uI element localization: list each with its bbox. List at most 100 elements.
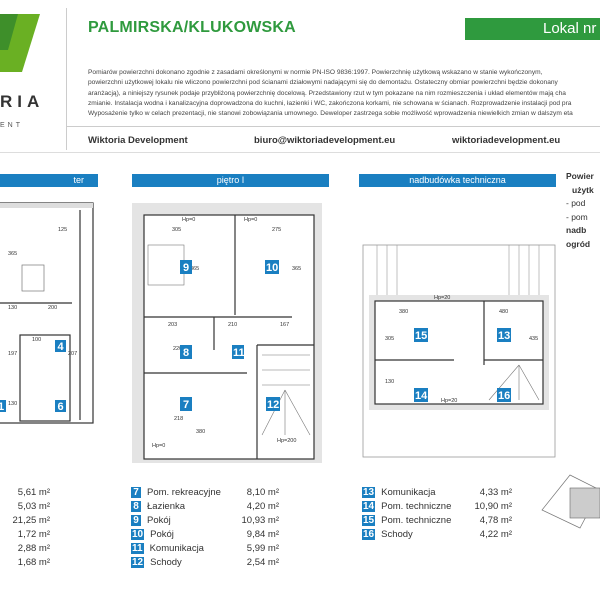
disclaimer-line: powierzchni użytkowej lokalu nie wliczon… [88, 79, 558, 87]
floor-header-tech: nadbudówka techniczna [359, 174, 556, 187]
room-area: 4,20 m² [246, 501, 279, 512]
logo-mark [0, 14, 40, 72]
area-summary: Powier użytk - pod - pom nadb ogród [566, 170, 594, 251]
dimension-label: Hp=200 [277, 438, 296, 444]
area-value: 1,68 m² [17, 557, 50, 568]
room-number: 4 [58, 341, 65, 353]
summary-line: Powier [566, 171, 594, 181]
dimension-label: 207 [68, 351, 77, 357]
dimension-label: 125 [58, 227, 67, 233]
dimension-label: Hp=0 [244, 217, 257, 223]
disclaimer-line: aranżacją), a niniejszy rysunek podaje p… [88, 89, 566, 97]
room-name: Pokój [150, 529, 174, 540]
room-name: Komunikacja [149, 543, 204, 554]
dimension-label: 210 [228, 322, 237, 328]
room-name: Schody [150, 557, 182, 568]
room-number: 9 [183, 262, 189, 274]
table-row: 7 Pom. rekreacyjne 8,10 m² [131, 486, 279, 499]
dimension-label: 305 [172, 227, 181, 233]
room-number-badge: 7 [131, 487, 141, 498]
room-area: 5,99 m² [246, 543, 279, 554]
room-number: 1 [0, 401, 4, 413]
room-name: Komunikacja [381, 487, 436, 498]
room-area: 4,33 m² [479, 487, 512, 498]
floor-header-ground: ter [0, 174, 98, 187]
room-name: Pokój [147, 515, 171, 526]
room-number-badge: 8 [131, 501, 141, 512]
table-row: 13 Komunikacja 4,33 m² [362, 486, 512, 499]
room-number: 13 [498, 330, 510, 342]
divider [66, 126, 600, 127]
dimension-label: Hp=0 [182, 217, 195, 223]
disclaimer-line: Wyposażenie tylko w celach prezentacji, … [88, 110, 573, 118]
dimension-label: 365 [292, 266, 301, 272]
email-link[interactable]: biuro@wiktoriadevelopment.eu [254, 135, 396, 146]
disclaimer-line: Pomiarów powierzchni dokonano zgodnie z … [88, 69, 543, 76]
room-number: 8 [183, 347, 189, 359]
lokal-banner: Lokal nr [465, 18, 600, 40]
room-number-badge: 16 [362, 529, 376, 540]
room-number: 11 [233, 347, 245, 359]
summary-line: ogród [566, 238, 591, 249]
room-number-badge: 15 [362, 515, 376, 526]
dimension-label: 275 [272, 227, 281, 233]
disclaimer-line: zmianie. Instalacja wodna i kanalizacyjn… [88, 99, 572, 107]
room-name: Pom. rekreacyjne [147, 487, 221, 498]
room-number-badge: 11 [131, 543, 144, 554]
dimension-label: 380 [196, 429, 205, 435]
room-number-badge: 9 [131, 515, 141, 526]
dimension-label: 130 [8, 305, 17, 311]
table-row: 11 Komunikacja 5,99 m² [131, 542, 279, 555]
dimension-label: 380 [399, 309, 408, 315]
room-area: 10,90 m² [474, 501, 513, 512]
room-number-badge: 13 [362, 487, 376, 498]
area-value: 5,61 m² [17, 487, 50, 498]
room-area: 9,84 m² [246, 529, 279, 540]
floor-plan-ground: 125 365 130 200 197 100 207 130 4 6 1 [0, 202, 94, 424]
room-area: 4,78 m² [479, 515, 512, 526]
room-number: 15 [415, 330, 427, 342]
dimension-label: 197 [8, 351, 17, 357]
summary-line: nadb [566, 225, 587, 235]
room-number: 6 [58, 401, 64, 413]
table-row: 9 Pokój 10,93 m² [131, 514, 279, 527]
table-row: 10 Pokój 9,84 m² [131, 528, 279, 541]
dimension-label: 435 [529, 336, 538, 342]
dimension-label: 365 [190, 266, 199, 272]
dimension-label: 200 [48, 305, 57, 311]
room-area: 2,54 m² [246, 557, 279, 568]
room-name: Łazienka [147, 501, 186, 512]
divider [0, 152, 600, 153]
dimension-label: 130 [8, 401, 17, 407]
dimension-label: 305 [385, 336, 394, 342]
table-row: 16 Schody 4,22 m² [362, 528, 512, 541]
dimension-label: 220 [173, 346, 182, 352]
room-name: Pom. techniczne [381, 501, 452, 512]
disclaimer: Pomiarów powierzchni dokonano zgodnie z … [88, 68, 600, 119]
dimension-label: 203 [168, 322, 177, 328]
room-number: 10 [266, 262, 278, 274]
company-name: Wiktoria Development [88, 135, 188, 146]
site-plan-thumbnail [541, 474, 600, 529]
room-name: Schody [381, 529, 413, 540]
room-area: 4,22 m² [479, 529, 512, 540]
dimension-label: 480 [499, 309, 508, 315]
room-number-badge: 12 [131, 557, 145, 568]
summary-line: użytk [572, 184, 594, 195]
website-link[interactable]: wiktoriadevelopment.eu [452, 135, 561, 146]
floor-plan-tech: Hp=20 380 480 305 130 Hp=20 435 15 13 14… [362, 244, 556, 458]
table-row: 8 Łazienka 4,20 m² [131, 500, 279, 513]
room-number: 12 [267, 399, 279, 411]
room-number-badge: 10 [131, 529, 145, 540]
area-value: 1,72 m² [17, 529, 50, 540]
dimension-label: 167 [280, 322, 289, 328]
room-name: Pom. techniczne [381, 515, 452, 526]
dimension-label: Hp=20 [441, 398, 457, 404]
room-number: 14 [415, 390, 428, 402]
room-area: 8,10 m² [246, 487, 279, 498]
dimension-label: Hp=20 [434, 295, 450, 301]
room-number: 16 [498, 390, 510, 402]
dimension-label: 130 [385, 379, 394, 385]
room-area: 10,93 m² [241, 515, 280, 526]
